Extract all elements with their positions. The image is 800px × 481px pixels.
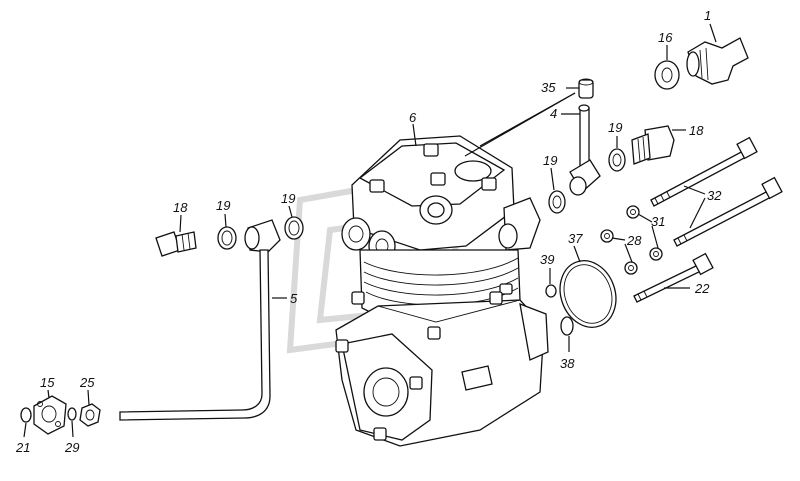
callout-18-left: 18 bbox=[173, 200, 188, 215]
callout-18-right: 18 bbox=[689, 123, 704, 138]
callout-1: 1 bbox=[704, 8, 711, 23]
callout-35: 35 bbox=[541, 80, 556, 95]
part-32-long-bolt-lower bbox=[673, 176, 783, 247]
part-21-washer bbox=[20, 407, 32, 423]
part-37-oring bbox=[559, 260, 617, 328]
callout-19-left: 19 bbox=[216, 198, 230, 213]
part-19-washer-left bbox=[217, 226, 237, 250]
callout-19-left-2: 19 bbox=[281, 191, 295, 206]
callout-25: 25 bbox=[79, 375, 95, 390]
part-32-long-bolt-upper bbox=[650, 136, 758, 207]
part-31-washers bbox=[626, 205, 663, 261]
callout-21: 21 bbox=[15, 440, 30, 455]
callout-32: 32 bbox=[707, 188, 722, 203]
callout-5: 5 bbox=[290, 291, 298, 306]
part-28-washers bbox=[600, 229, 638, 275]
part-19-washer-center bbox=[548, 190, 566, 214]
callout-19-top-right: 19 bbox=[608, 120, 622, 135]
part-18-fitting-left bbox=[155, 231, 197, 257]
part-19-washer-right bbox=[608, 148, 626, 172]
part-5-pipe bbox=[119, 219, 281, 421]
callout-4: 4 bbox=[550, 106, 557, 121]
part-19-washer-left-2 bbox=[284, 216, 304, 240]
compressor-assembly bbox=[335, 135, 549, 447]
callout-6: 6 bbox=[409, 110, 417, 125]
callout-38: 38 bbox=[560, 356, 575, 371]
callout-31: 31 bbox=[651, 214, 665, 229]
part-22-bolt bbox=[633, 252, 714, 303]
part-39-oring bbox=[545, 284, 557, 298]
part-15-flange bbox=[33, 395, 67, 435]
callout-15: 15 bbox=[40, 375, 55, 390]
callout-labels: 1 16 35 4 6 19 18 19 32 31 28 37 39 22 3… bbox=[15, 8, 722, 455]
part-38-oring bbox=[560, 316, 574, 336]
callout-39: 39 bbox=[540, 252, 554, 267]
callout-28: 28 bbox=[626, 233, 642, 248]
callout-37: 37 bbox=[568, 231, 583, 246]
part-16-nut bbox=[654, 60, 680, 90]
callout-29: 29 bbox=[64, 440, 79, 455]
callout-16: 16 bbox=[658, 30, 673, 45]
part-25-nut bbox=[79, 403, 101, 427]
part-4-pipe bbox=[569, 104, 601, 196]
part-29-washer bbox=[67, 407, 77, 421]
part-35-cap bbox=[578, 78, 594, 99]
part-18-banjo-bolt-right bbox=[631, 125, 675, 165]
part-1-elbow-fitting bbox=[686, 37, 749, 85]
callout-19-center: 19 bbox=[543, 153, 557, 168]
leader-lines bbox=[23, 23, 717, 438]
callout-22: 22 bbox=[694, 281, 710, 296]
